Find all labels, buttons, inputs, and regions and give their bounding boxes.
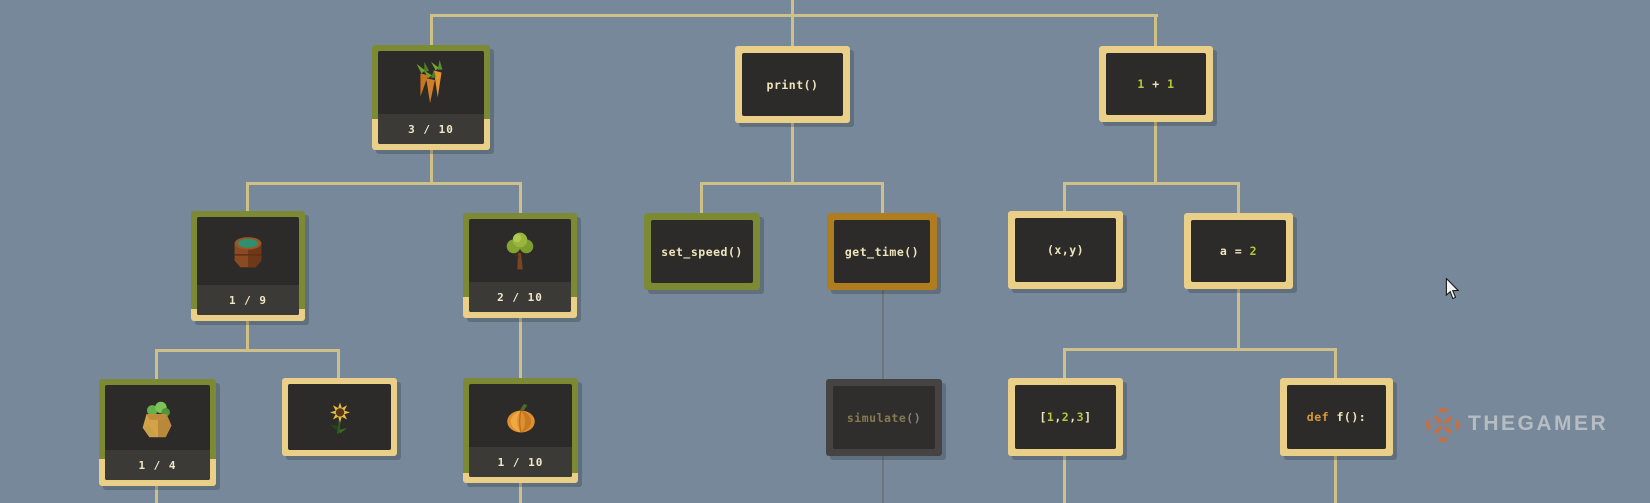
- connector-line: [246, 182, 522, 185]
- research-count: 1 / 4: [105, 450, 210, 480]
- research-node-set-speed[interactable]: set_speed(): [644, 213, 760, 290]
- code-label: (x,y): [1046, 243, 1085, 257]
- connector-line: [155, 485, 158, 503]
- connector-line: [155, 349, 340, 352]
- connector-line: [1063, 454, 1066, 503]
- connector-line: [1237, 182, 1240, 215]
- connector-line: [430, 14, 1158, 17]
- connector-line: [1334, 348, 1337, 380]
- code-label: [1,2,3]: [1039, 410, 1092, 424]
- connector-line: [155, 349, 158, 381]
- connector-line: [700, 182, 884, 185]
- connector-line: [1063, 348, 1066, 380]
- connector-line: [1063, 182, 1240, 185]
- research-count: 2 / 10: [469, 282, 571, 312]
- connector-line-inactive: [882, 289, 884, 380]
- code-label: 1 + 1: [1137, 77, 1175, 91]
- research-node-seed-pouch[interactable]: 1 / 4: [99, 379, 216, 486]
- code-label: print(): [766, 77, 819, 92]
- connector-line: [519, 317, 522, 380]
- connector-line: [246, 182, 249, 213]
- thegamer-logo-icon: [1425, 407, 1461, 443]
- research-node-water-barrel[interactable]: 1 / 9: [191, 211, 305, 321]
- connector-line: [430, 149, 433, 185]
- research-node-coordinates[interactable]: (x,y): [1008, 211, 1123, 289]
- connector-line: [1063, 348, 1337, 351]
- research-node-sunflower[interactable]: [282, 378, 397, 456]
- connector-line: [1334, 454, 1337, 503]
- connector-line: [337, 349, 340, 380]
- pumpkin-icon: [506, 403, 535, 433]
- connector-line: [430, 14, 433, 47]
- connector-line: [1154, 14, 1157, 48]
- research-node-variables[interactable]: a = 2: [1184, 213, 1293, 289]
- code-label: a = 2: [1219, 244, 1258, 258]
- connector-line: [700, 182, 703, 215]
- connector-line: [519, 482, 522, 503]
- research-count: 1 / 9: [197, 285, 299, 315]
- research-count: 1 / 10: [469, 447, 572, 477]
- connector-line: [246, 320, 249, 352]
- connector-line: [881, 182, 884, 215]
- research-node-functions[interactable]: def f():: [1280, 378, 1393, 456]
- tree-icon: [506, 232, 534, 269]
- research-node-tree[interactable]: 2 / 10: [463, 213, 577, 318]
- connector-line: [519, 182, 522, 215]
- connector-line: [1154, 121, 1157, 184]
- code-label: get_time(): [844, 244, 920, 259]
- research-node-simulate-locked[interactable]: simulate(): [826, 379, 942, 456]
- research-node-pumpkin[interactable]: 1 / 10: [463, 378, 578, 483]
- sunflower-icon: [329, 402, 350, 434]
- research-node-print[interactable]: print(): [735, 46, 850, 123]
- research-count: 3 / 10: [378, 114, 484, 144]
- connector-line: [791, 122, 794, 184]
- research-node-lists[interactable]: [1,2,3]: [1008, 378, 1123, 456]
- code-label: simulate(): [846, 410, 922, 425]
- thegamer-wordmark: THEGAMER: [1468, 412, 1609, 435]
- research-node-addition[interactable]: 1 + 1: [1099, 46, 1213, 122]
- research-node-carrots[interactable]: 3 / 10: [372, 45, 490, 150]
- code-label: def f():: [1306, 410, 1367, 424]
- research-progress-fill: [463, 472, 578, 483]
- seed-pouch-icon: [142, 401, 171, 437]
- connector-line: [1237, 288, 1240, 351]
- connector-line: [791, 0, 794, 48]
- carrots-icon: [416, 59, 443, 103]
- connector-line: [1063, 182, 1066, 213]
- mouse-cursor: [1445, 278, 1460, 300]
- connector-line-inactive: [882, 455, 884, 503]
- water-barrel-icon: [234, 237, 262, 268]
- research-node-get-time[interactable]: get_time(): [827, 213, 937, 290]
- code-label: set_speed(): [661, 244, 743, 259]
